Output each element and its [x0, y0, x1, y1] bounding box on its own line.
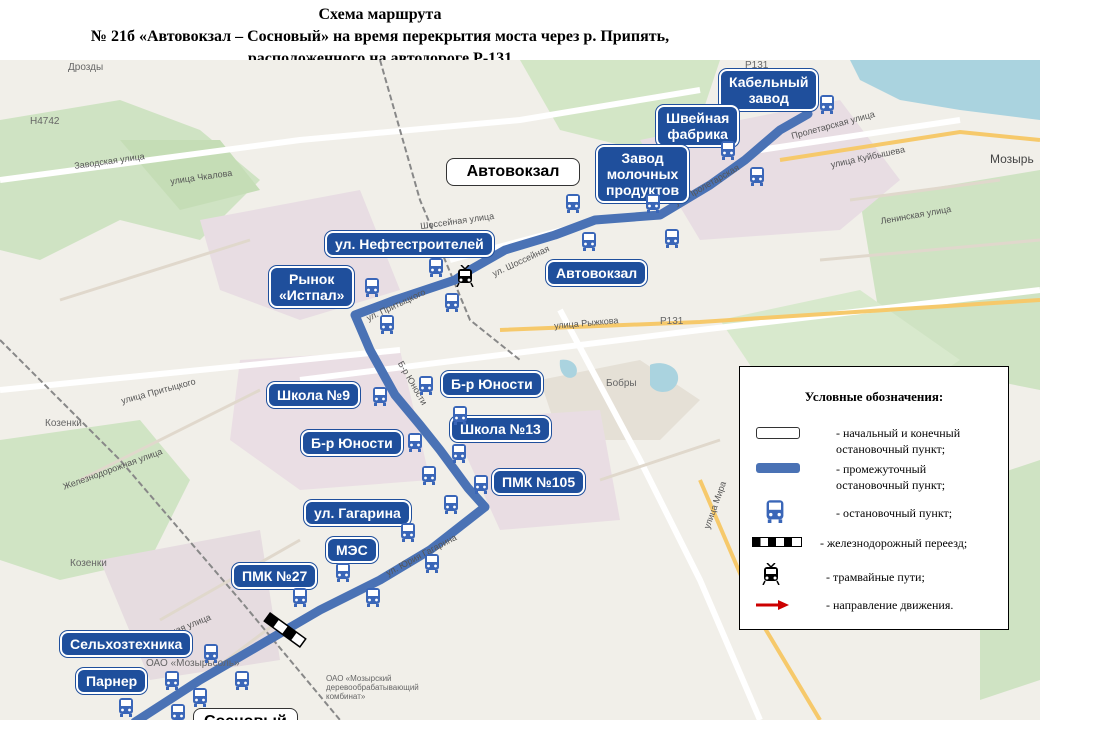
stop-label-shkola13: Школа №13 — [450, 416, 551, 442]
bus-stop-icon — [750, 167, 764, 186]
title-line-2: № 21б «Автовокзал – Сосновый» на время п… — [90, 28, 670, 45]
stop-label-gagarina: ул. Гагарина — [304, 500, 411, 526]
place-label: Козенки — [70, 558, 107, 569]
road-code-label: P131 — [745, 60, 769, 71]
road-code-label: H4742 — [30, 116, 60, 127]
bus-stop-icon — [422, 466, 436, 485]
bus-stop-icon — [820, 95, 834, 114]
legend-item-text: - железнодорожный переезд; — [820, 536, 968, 550]
legend-item-text: - трамвайные пути; — [826, 570, 925, 584]
tram-icon — [762, 563, 780, 585]
bus-stop-icon — [665, 229, 679, 248]
place-label: Козенки — [45, 418, 82, 429]
legend-title: Условные обозначения: — [804, 389, 944, 404]
place-label: Бобры — [606, 378, 637, 389]
blue-stop-icon — [756, 463, 800, 473]
bus-stop-icon — [204, 644, 218, 663]
stop-label-pmk27: ПМК №27 — [232, 563, 318, 589]
bus-stop-icon — [336, 563, 350, 582]
stop-label-bryunosti2: Б-р Юности — [301, 430, 403, 456]
stop-label-selhoz: Сельхозтехника — [60, 631, 193, 657]
bus-stop-icon — [171, 704, 185, 720]
place-label: ОАО «Мозырский деревообрабатывающий комб… — [326, 674, 419, 701]
legend-item-text: - начальный и конечный остановочный пунк… — [836, 426, 961, 456]
bus-stop-icon — [582, 232, 596, 251]
bus-icon — [766, 500, 784, 523]
place-label: ОАО «Мозырьсоль» — [146, 658, 240, 669]
bus-stop-icon — [646, 194, 660, 213]
bus-stop-icon — [408, 433, 422, 452]
stop-label-neftestroitelei: ул. Нефтестроителей — [325, 231, 494, 257]
bus-stop-icon — [119, 698, 133, 717]
route-line — [130, 109, 813, 720]
stop-label-pmk105: ПМК №105 — [492, 469, 586, 495]
bus-stop-icon — [401, 523, 415, 542]
bus-stop-icon — [419, 376, 433, 395]
bus-stop-icon — [365, 278, 379, 297]
bus-stop-icon — [429, 258, 443, 277]
bus-stop-icon — [453, 406, 467, 425]
legend-item-text: - остановочный пункт; — [836, 506, 953, 520]
white-stop-icon — [756, 427, 800, 439]
legend-item-text: - направление движения. — [826, 598, 954, 612]
stop-label-kabelny: Кабельный завод — [719, 69, 819, 111]
legend-item-text: - промежуточный остановочный пункт; — [836, 462, 946, 492]
bus-stop-icon — [373, 387, 387, 406]
tram-icon — [456, 265, 474, 287]
bus-stop-icon — [452, 444, 466, 463]
stop-label-shveinaya: Швейная фабрика — [656, 105, 740, 147]
bus-stop-icon — [721, 141, 735, 160]
road-code-label: P131 — [660, 316, 684, 327]
stop-label-rynok: Рынок «Истпал» — [269, 266, 355, 308]
bus-stop-icon — [293, 588, 307, 607]
bus-stop-icon — [566, 194, 580, 213]
bus-stop-icon — [235, 671, 249, 690]
railway-crossing-icon — [263, 611, 307, 649]
stop-label-parner: Парнер — [76, 668, 148, 694]
railway-crossing-icon — [752, 537, 802, 547]
bus-stop-icon — [193, 688, 207, 707]
arrow-icon — [756, 600, 789, 610]
bus-stop-icon — [165, 671, 179, 690]
place-label: Дрозды — [68, 62, 104, 73]
terminal-end-label: Сосновый — [193, 708, 298, 720]
stop-label-shkola9: Школа №9 — [267, 382, 361, 408]
terminal-start-label: Автовокзал — [446, 158, 580, 186]
bus-stop-icon — [380, 315, 394, 334]
stop-label-bryunosti1: Б-р Юности — [441, 371, 543, 397]
stop-label-avtovokzal: Автовокзал — [546, 260, 648, 286]
bus-stop-icon — [366, 588, 380, 607]
title-line-1: Схема маршрута — [318, 6, 442, 23]
place-label: Мозырь — [990, 152, 1034, 166]
bus-stop-icon — [474, 475, 488, 494]
bus-stop-icon — [445, 293, 459, 312]
legend: Условные обозначения: - начальный и коне… — [739, 366, 1009, 630]
stop-label-molochnyh: Завод молочных продуктов — [596, 145, 690, 203]
bus-stop-icon — [444, 495, 458, 514]
bus-stop-icon — [425, 554, 439, 573]
stop-label-mes: МЭС — [326, 537, 378, 563]
